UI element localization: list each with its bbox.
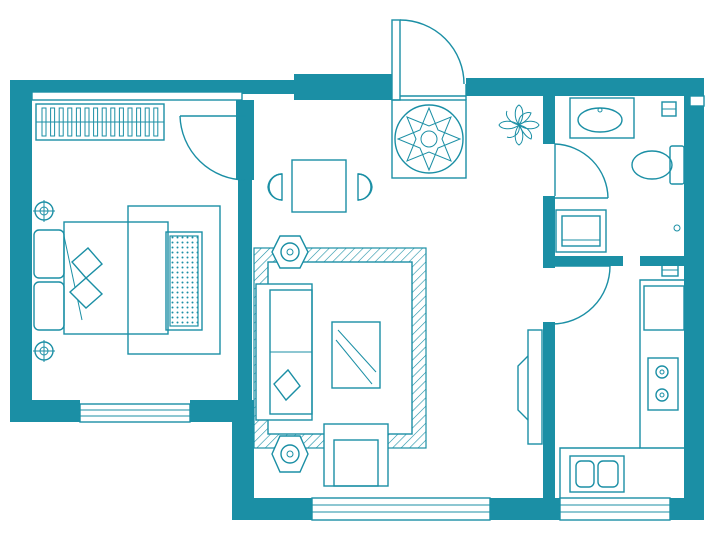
nightstand-lamp-bottom <box>33 340 55 362</box>
tv-cabinet <box>517 329 543 445</box>
window-bedroom-top <box>31 91 243 101</box>
bathroom-sink-icon <box>569 97 635 139</box>
hanger-icon <box>67 107 73 137</box>
hanger-icon <box>75 107 81 137</box>
range-hood-vent <box>661 263 679 277</box>
bedroom-door <box>179 115 247 181</box>
bed <box>33 205 221 355</box>
bathroom-door <box>554 143 609 199</box>
nightstand-lamp-top <box>33 200 55 222</box>
sofa <box>255 283 313 421</box>
dining-table <box>267 159 373 213</box>
plant-icon <box>498 104 540 146</box>
hanger-icon <box>144 107 150 137</box>
hanger-icon <box>41 107 47 137</box>
hanger-icon <box>153 107 159 137</box>
pillow-icon <box>68 247 104 309</box>
hanger-icon <box>118 107 124 137</box>
window-right-small <box>689 95 705 107</box>
window-bedroom-bottom <box>79 403 191 423</box>
coffee-table <box>331 321 381 389</box>
lamp-top-icon <box>271 235 309 269</box>
hanger-icon <box>50 107 56 137</box>
bath-towel-hook <box>661 101 681 232</box>
wardrobe <box>35 103 165 141</box>
windows <box>31 91 705 521</box>
lamp-bottom-icon <box>271 435 309 473</box>
stove-icon <box>647 357 679 411</box>
exterior-walls <box>10 74 704 520</box>
hanger-icon <box>136 107 142 137</box>
entry-door <box>391 19 467 101</box>
hanger-icon <box>127 107 133 137</box>
toilet-icon <box>631 145 685 185</box>
hanger-icon <box>84 107 90 137</box>
interior-walls <box>236 96 690 502</box>
hanger-icon <box>110 107 116 137</box>
entry-mat-icon <box>391 99 467 179</box>
armchair <box>323 423 389 487</box>
washing-machine <box>555 209 607 253</box>
kitchen-sink-icon <box>569 455 625 493</box>
hanger-icon <box>58 107 64 137</box>
kitchen-counter <box>559 279 685 498</box>
cushion-icon <box>273 368 301 402</box>
window-kitchen-bottom <box>559 497 671 521</box>
kitchen-door <box>551 265 611 325</box>
hanger-icon <box>93 107 99 137</box>
window-living-bottom <box>311 497 491 521</box>
hanger-icon <box>101 107 107 137</box>
